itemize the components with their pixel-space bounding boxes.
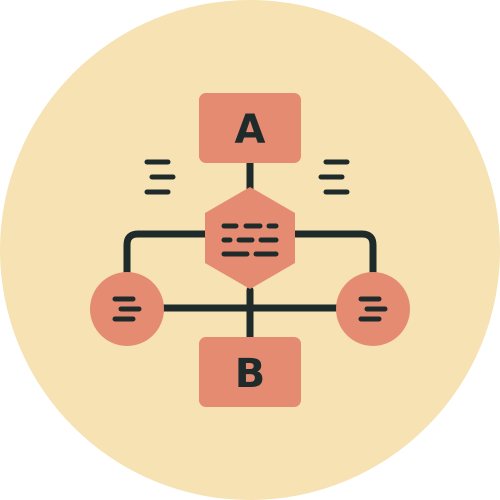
bottom-box-label: B	[235, 351, 266, 397]
connectors	[123, 156, 377, 344]
node-bottom-box: B	[199, 337, 301, 407]
bottom-box-shape	[199, 337, 301, 407]
text-lines-icon	[358, 296, 388, 322]
connector-hexagon-to-right-circle	[291, 230, 377, 276]
annotation-left-text-lines-icon	[144, 159, 176, 195]
top-box-label: A	[235, 107, 266, 153]
node-right-circle	[336, 272, 410, 346]
node-left-circle	[90, 272, 164, 346]
annotation-right-text-lines-icon	[318, 159, 350, 195]
node-top-box: A	[199, 93, 301, 163]
connector-hexagon-to-left-circle	[123, 230, 209, 276]
top-box-shape	[199, 93, 301, 163]
node-center-hexagon	[205, 187, 295, 289]
text-lines-icon	[221, 223, 279, 257]
text-lines-icon	[112, 296, 142, 322]
